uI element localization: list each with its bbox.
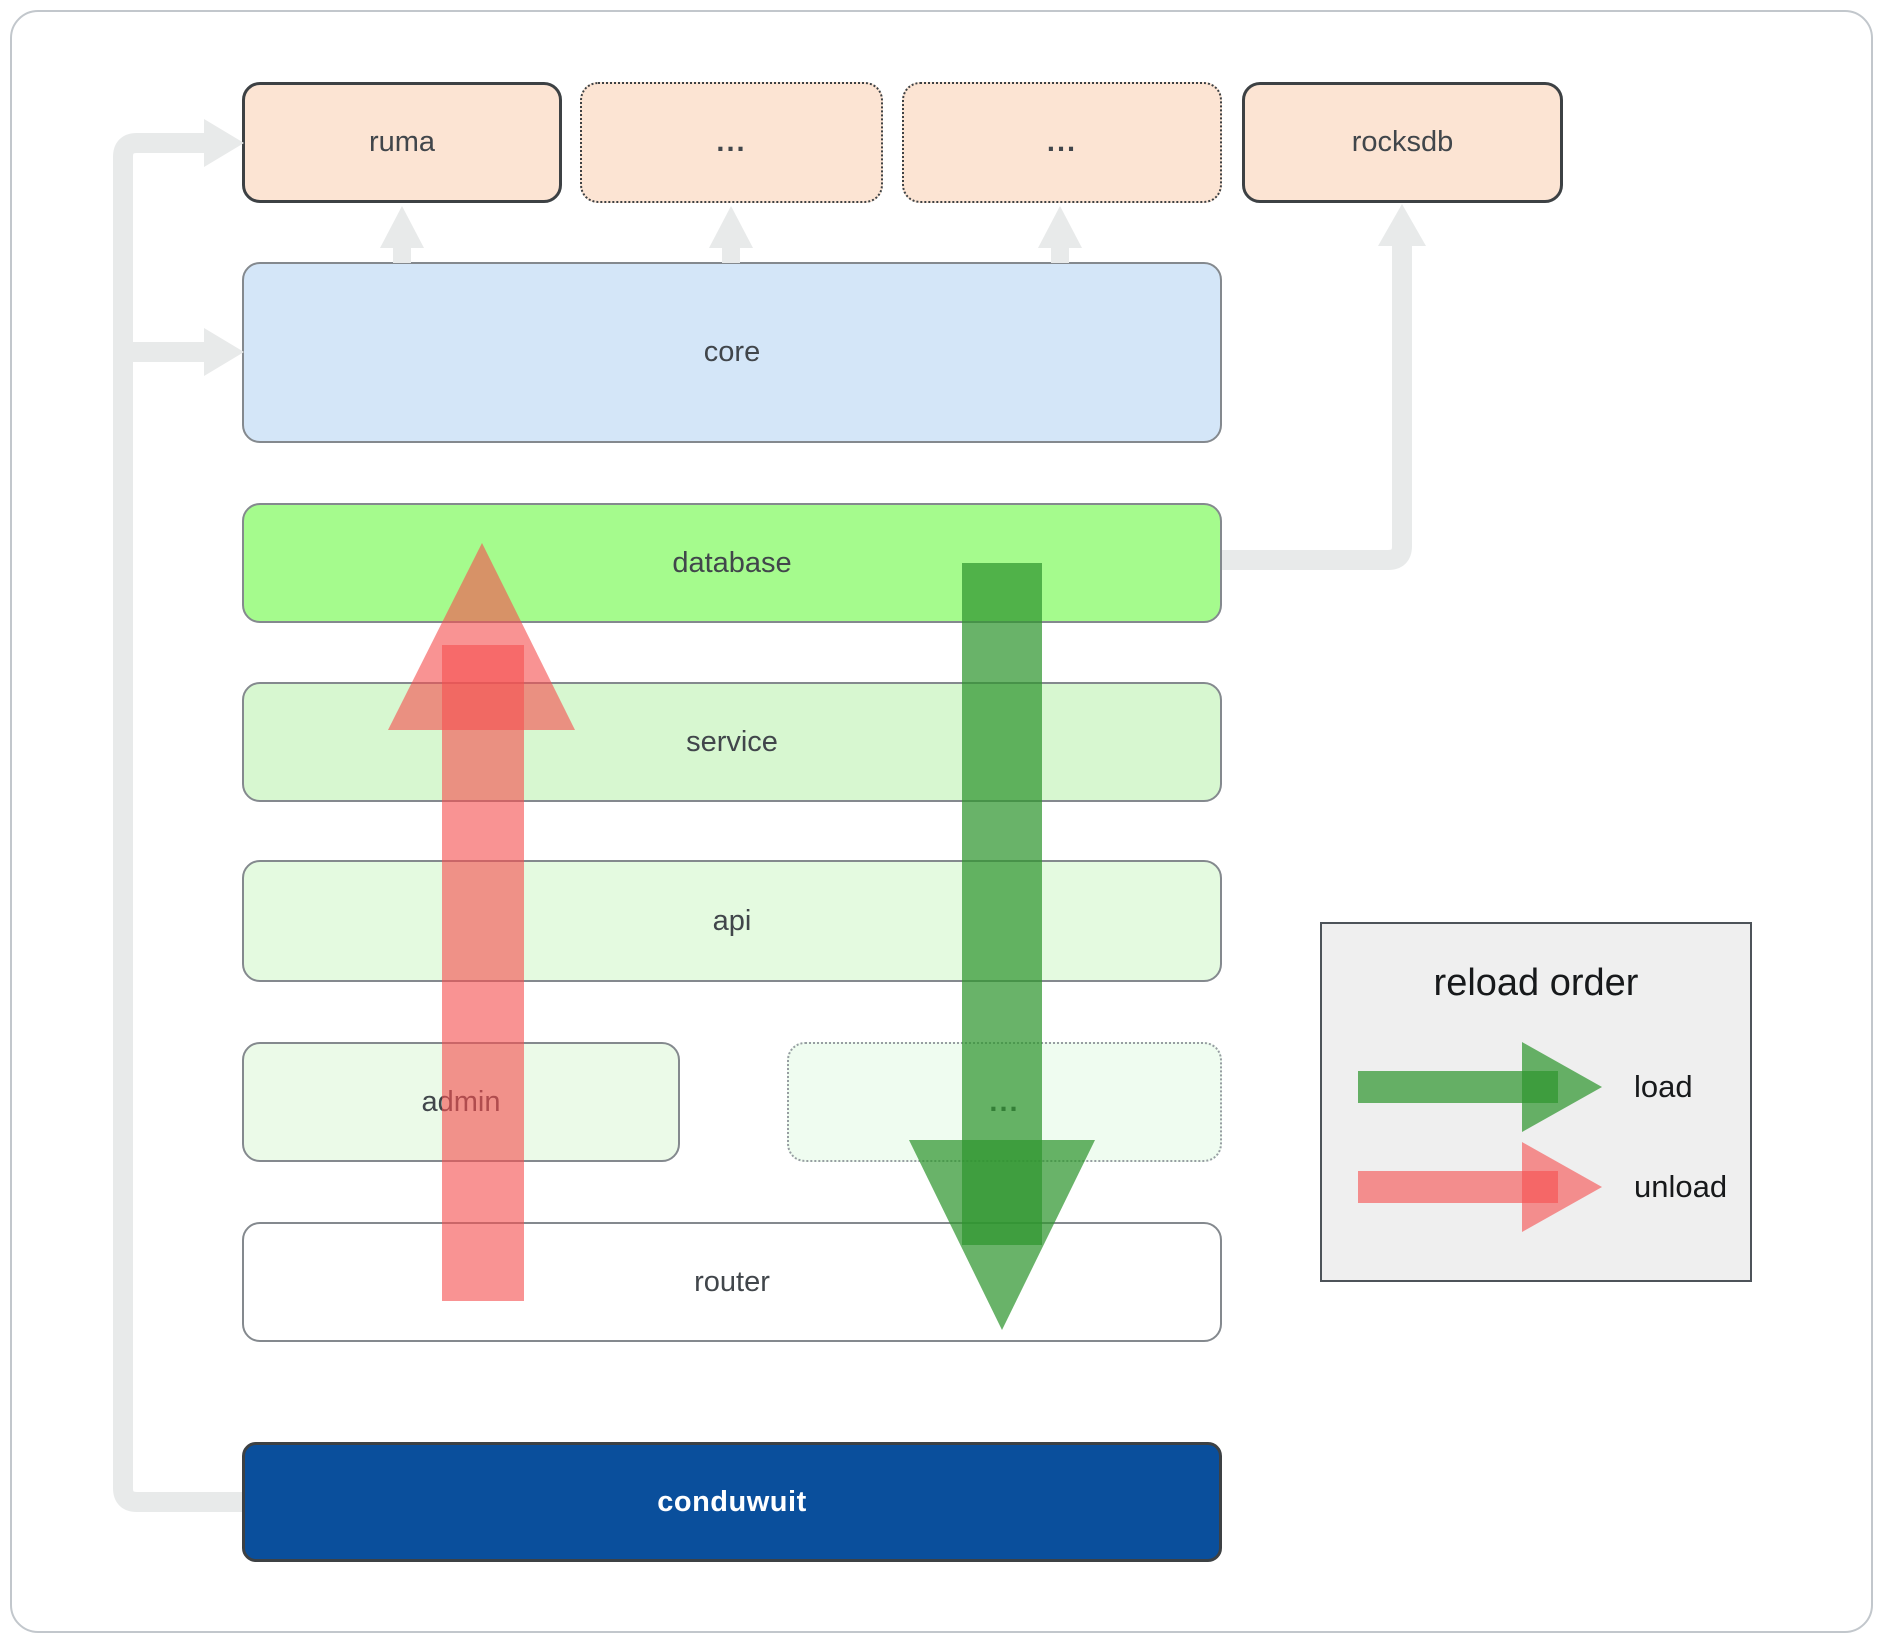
box-rocksdb-label: rocksdb — [1351, 126, 1454, 158]
box-router: router — [242, 1222, 1222, 1342]
legend-load-arrow-icon — [1358, 1042, 1602, 1132]
box-core: core — [242, 262, 1222, 443]
box-core-label: core — [703, 336, 761, 368]
diagram-outer-frame — [10, 10, 1873, 1633]
box-conduwuit-label: conduwuit — [657, 1485, 807, 1518]
box-ellipsis-1-label: ... — [716, 126, 747, 158]
box-admin: admin — [242, 1042, 680, 1162]
box-rocksdb: rocksdb — [1242, 82, 1563, 203]
box-ellipsis-1: ... — [580, 82, 883, 203]
box-database-label: database — [672, 546, 792, 579]
legend-load-label: load — [1634, 1069, 1693, 1104]
box-api-label: api — [712, 904, 752, 937]
legend-unload-arrow-icon — [1358, 1142, 1602, 1232]
legend-unload-label: unload — [1634, 1169, 1728, 1204]
box-router-label: router — [694, 1265, 770, 1298]
box-ellipsis-2-label: ... — [1046, 126, 1078, 158]
box-conduwuit: conduwuit — [242, 1442, 1222, 1562]
legend: reload order load unload — [1320, 922, 1752, 1282]
box-database: database — [242, 503, 1222, 623]
box-ellipsis-3: ... — [787, 1042, 1222, 1162]
legend-title: reload order — [1433, 962, 1639, 1004]
box-ellipsis-2: ... — [902, 82, 1222, 203]
box-ruma-label: ruma — [368, 126, 436, 158]
box-service: service — [242, 682, 1222, 802]
box-ruma: ruma — [242, 82, 562, 203]
box-ellipsis-3-label: ... — [989, 1085, 1020, 1118]
box-api: api — [242, 860, 1222, 982]
box-service-label: service — [686, 725, 778, 758]
box-admin-label: admin — [421, 1085, 501, 1118]
